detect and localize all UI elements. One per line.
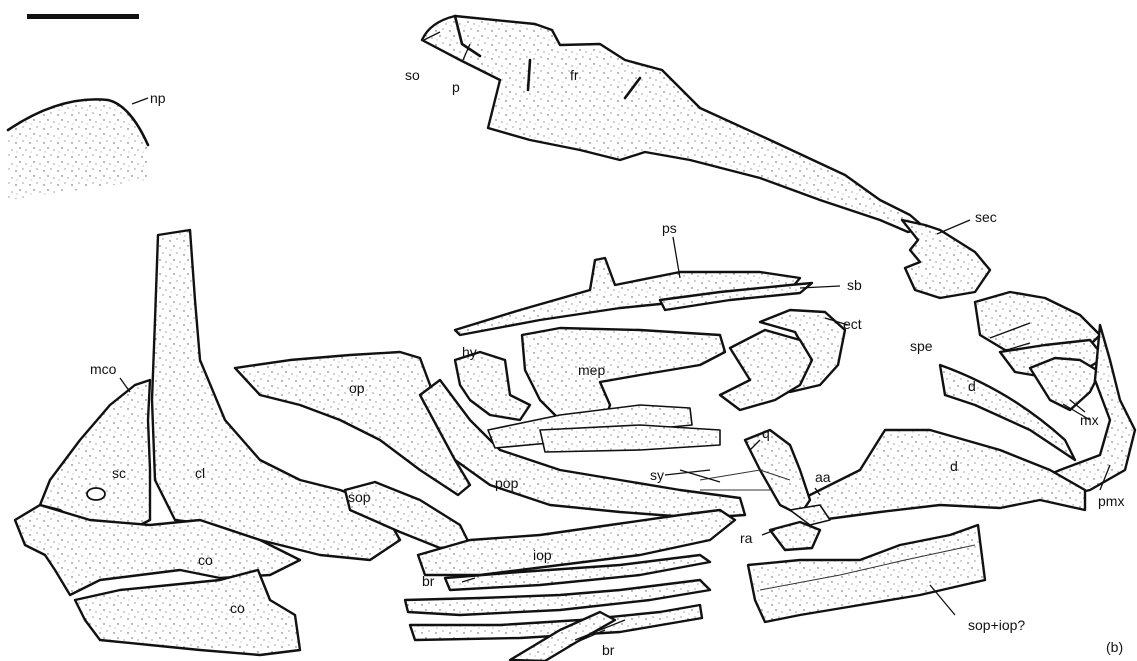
label-aa: aa — [815, 469, 831, 485]
label-d-upper: d — [968, 378, 976, 394]
label-sop-iop: sop+iop? — [968, 617, 1025, 633]
label-sop: sop — [348, 489, 371, 505]
label-ect: ect — [843, 316, 862, 332]
sec-bone — [902, 220, 990, 298]
coracoid-bone-lower — [75, 570, 300, 655]
label-br-lower: br — [602, 642, 615, 658]
hyomandibular-bone — [455, 352, 530, 420]
label-co-upper: co — [198, 552, 213, 568]
frontal-bone — [422, 16, 925, 232]
label-pmx: pmx — [1098, 493, 1124, 509]
mx-bone — [1030, 358, 1100, 410]
label-fr: fr — [570, 67, 579, 83]
label-pop: pop — [495, 475, 519, 491]
quadrate-bone — [720, 330, 812, 410]
np-bone — [8, 99, 148, 200]
label-q: q — [762, 425, 770, 441]
scale-bar — [27, 14, 139, 19]
label-br-upper: br — [422, 573, 435, 589]
label-sec: sec — [975, 209, 997, 225]
label-hy: hy — [462, 344, 477, 360]
label-iop: iop — [533, 547, 552, 563]
label-op: op — [349, 380, 365, 396]
scapular-foramen — [87, 488, 105, 500]
label-mco: mco — [90, 361, 117, 377]
label-p: p — [452, 79, 460, 95]
dentary-lower — [800, 430, 1085, 520]
label-spe: spe — [910, 338, 933, 354]
symplectic-lower — [540, 425, 720, 452]
label-ra: ra — [740, 530, 753, 546]
label-ps: ps — [662, 220, 677, 236]
quadrate-lower — [745, 430, 810, 515]
retroarticular-bone — [770, 522, 820, 550]
panel-label: (b) — [1106, 639, 1123, 655]
label-sy: sy — [650, 467, 664, 483]
label-sc: sc — [112, 465, 126, 481]
label-co-lower: co — [230, 600, 245, 616]
label-so: so — [405, 67, 420, 83]
label-mx: mx — [1080, 412, 1099, 428]
label-sb: sb — [847, 277, 862, 293]
label-mep: mep — [578, 362, 605, 378]
label-np: np — [150, 90, 166, 106]
label-cl: cl — [195, 465, 205, 481]
label-d-lower: d — [950, 458, 958, 474]
